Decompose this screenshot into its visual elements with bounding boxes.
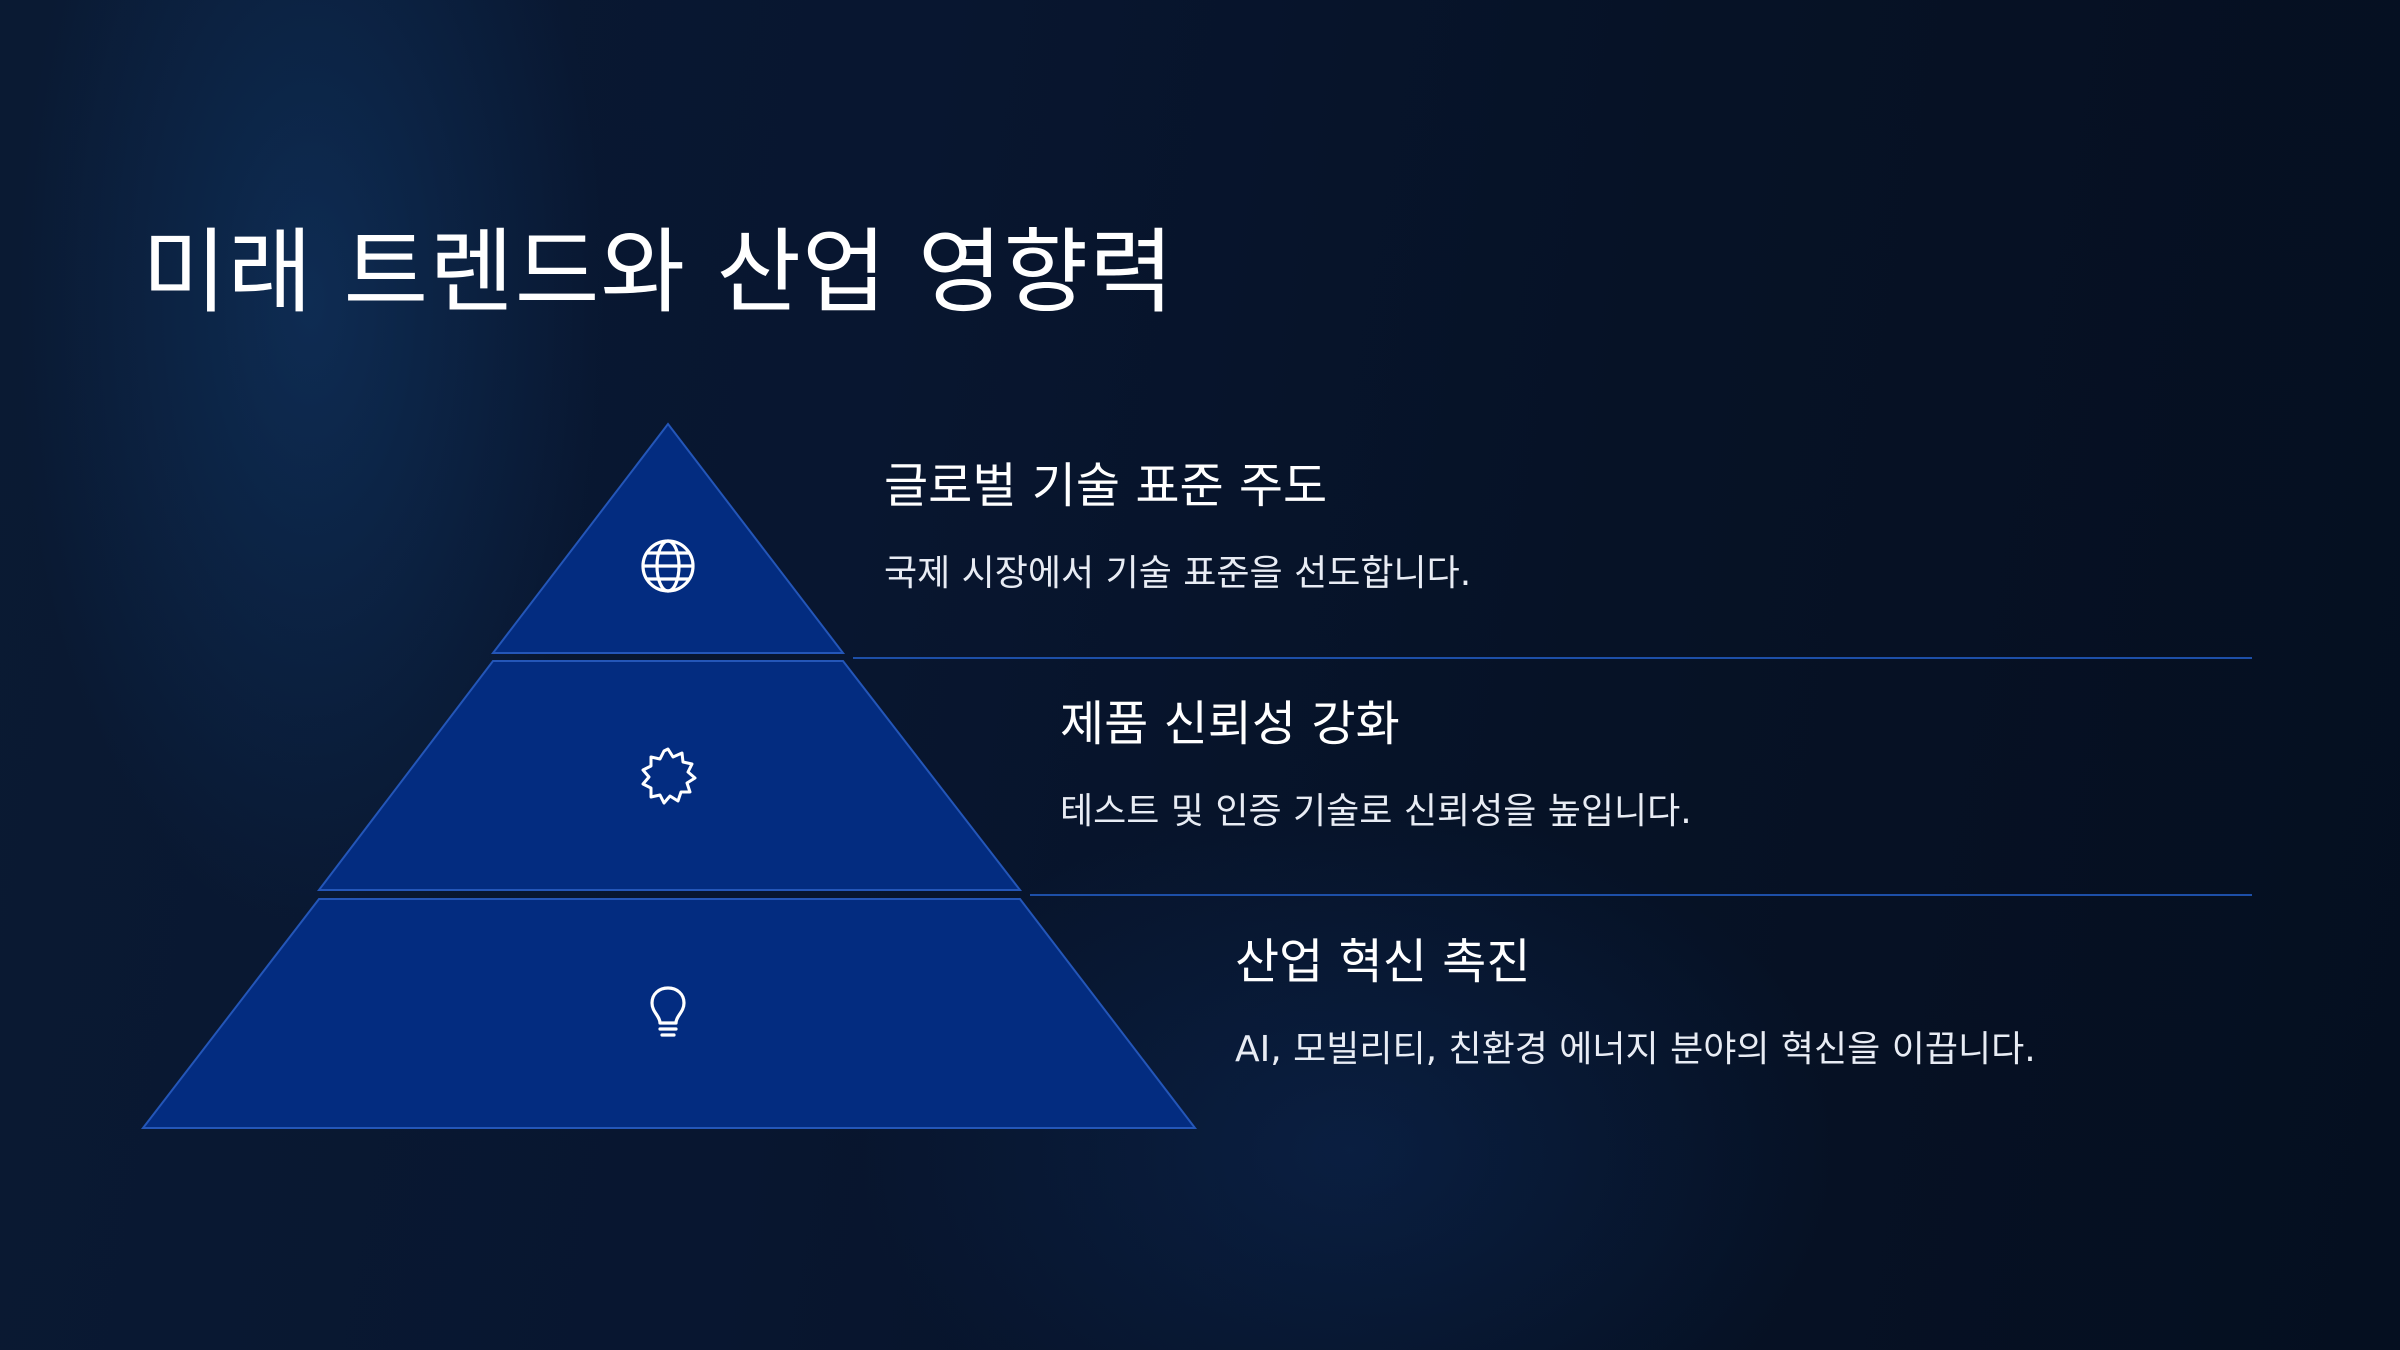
tier-3-text: 산업 혁신 촉진 AI, 모빌리티, 친환경 에너지 분야의 혁신을 이끕니다. (1235, 934, 2036, 1071)
tier-2-text: 제품 신뢰성 강화 테스트 및 인증 기술로 신뢰성을 높입니다. (1060, 696, 1692, 833)
tier-2-description: 테스트 및 인증 기술로 신뢰성을 높입니다. (1060, 790, 1692, 832)
tier-2-heading: 제품 신뢰성 강화 (1060, 696, 1400, 752)
tier-1-text: 글로벌 기술 표준 주도 국제 시장에서 기술 표준을 선도합니다. (884, 458, 1471, 595)
tier-1-description: 국제 시장에서 기술 표준을 선도합니다. (884, 552, 1472, 594)
tier-1-heading: 글로벌 기술 표준 주도 (884, 458, 1328, 514)
tier-3-description: AI, 모빌리티, 친환경 에너지 분야의 혁신을 이끕니다. (1235, 1028, 2036, 1070)
tier-3-heading: 산업 혁신 촉진 (1235, 934, 1531, 990)
lightbulb-icon (638, 983, 698, 1043)
pyramid-tier-bottom (140, 898, 1198, 1129)
pyramid-tier-top (490, 422, 846, 654)
slide-title: 미래 트렌드와 산업 영향력 (142, 219, 1175, 326)
pyramid-tier-middle (316, 660, 1023, 891)
globe-icon (638, 536, 698, 596)
badge-icon (638, 746, 698, 806)
